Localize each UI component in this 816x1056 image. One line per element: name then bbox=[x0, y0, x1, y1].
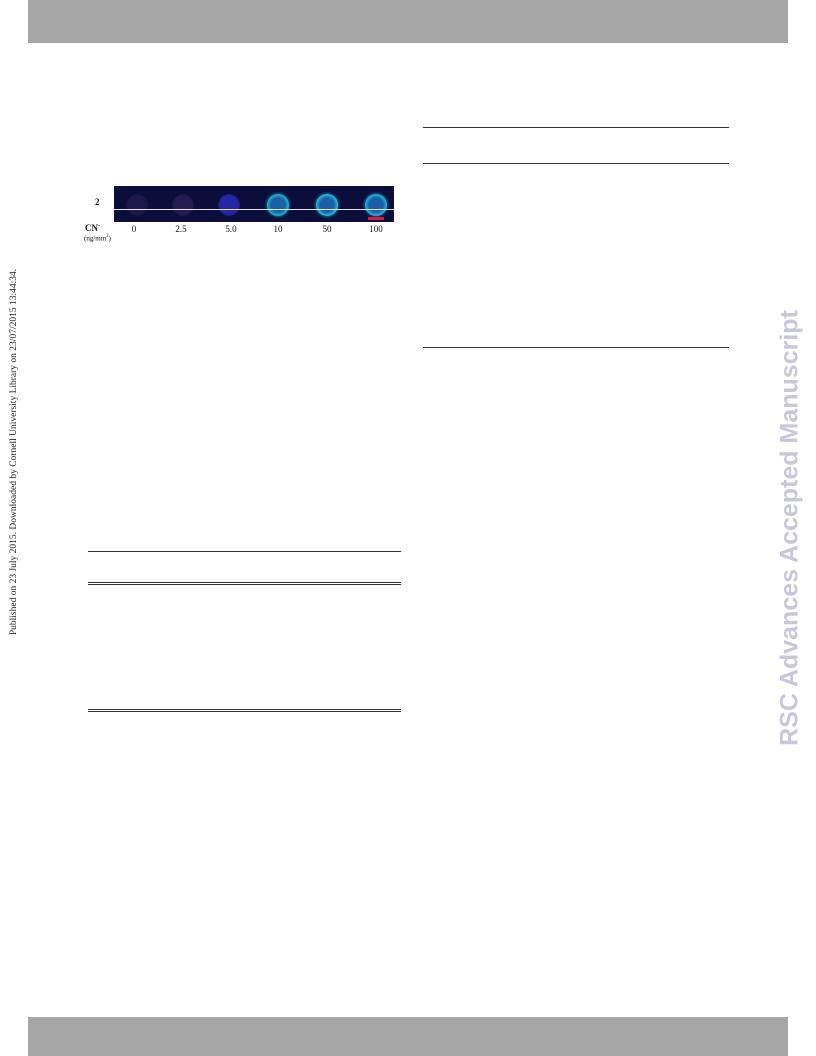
footer-band bbox=[28, 1017, 788, 1056]
concentration-label: 50 bbox=[322, 224, 332, 234]
concentration-label: 10 bbox=[273, 224, 283, 234]
well-image-strip bbox=[114, 186, 394, 222]
concentration-unit-label: (ng/mm2) bbox=[84, 234, 112, 243]
left-table-top-rule bbox=[88, 551, 401, 552]
left-table-header-rule bbox=[88, 582, 401, 585]
left-table-bottom-rule bbox=[88, 709, 401, 712]
well bbox=[316, 194, 338, 216]
scale-bar bbox=[368, 217, 384, 220]
concentration-label: 5.0 bbox=[225, 224, 237, 234]
concentration-label: 2.5 bbox=[175, 224, 187, 234]
cyanide-axis-label: CN- bbox=[85, 223, 100, 233]
well bbox=[172, 194, 194, 216]
fluorescence-figure: 2 CN- (ng/mm2) 0 2.5 5.0 10 50 100 bbox=[80, 184, 400, 256]
right-table-top-rule bbox=[423, 127, 729, 128]
concentration-label: 0 bbox=[131, 224, 137, 234]
publication-note: Published on 23 July 2015. Downloaded by… bbox=[9, 268, 19, 636]
image-divider-line bbox=[114, 209, 394, 210]
right-table-bottom-rule bbox=[423, 347, 729, 348]
well bbox=[267, 194, 289, 216]
row-label: 2 bbox=[95, 197, 100, 207]
well bbox=[126, 194, 148, 216]
header-band bbox=[28, 0, 788, 43]
accepted-manuscript-watermark: RSC Advances Accepted Manuscript bbox=[775, 310, 804, 746]
well bbox=[365, 194, 387, 216]
concentration-label: 100 bbox=[369, 224, 383, 234]
well bbox=[218, 194, 240, 216]
right-table-header-rule bbox=[423, 163, 729, 164]
